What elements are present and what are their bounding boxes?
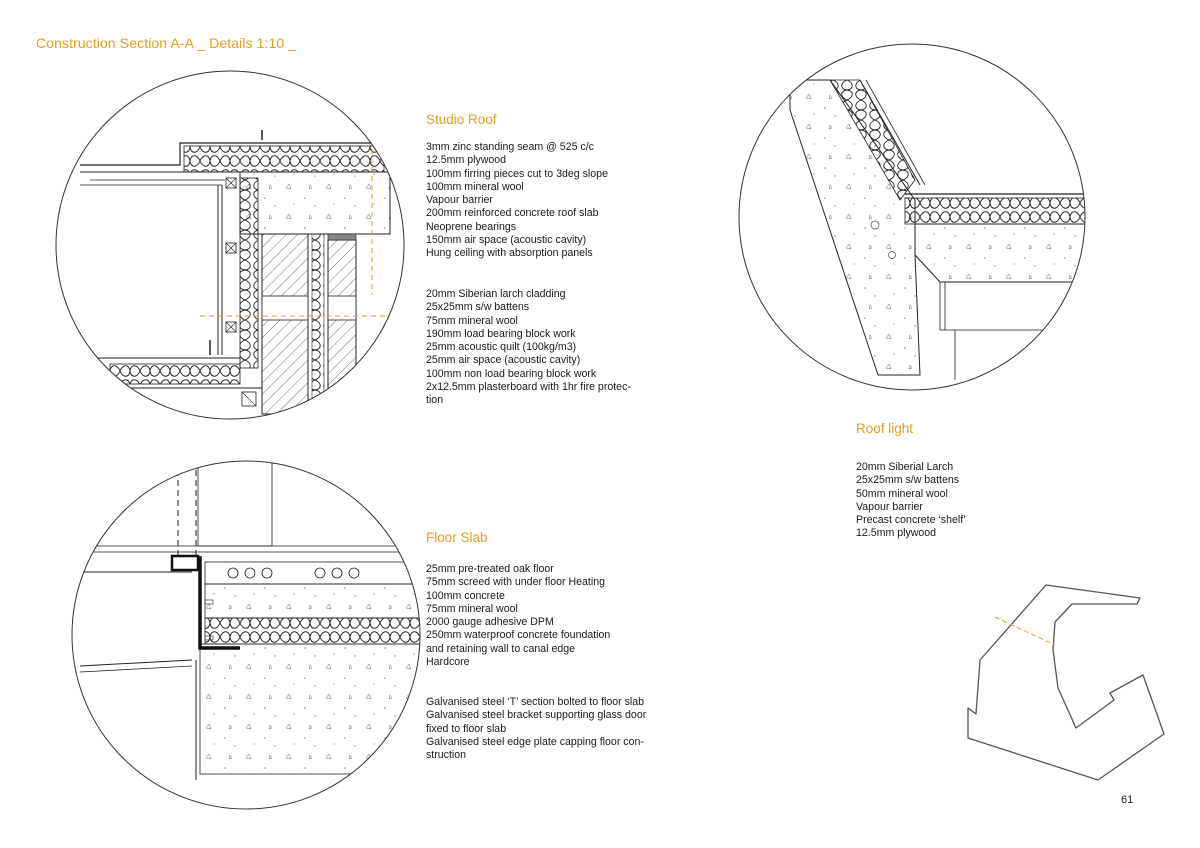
list-item: Galvanised steel ‘T’ section bolted to f… [426, 696, 645, 708]
page-number: 61 [1121, 794, 1134, 806]
list-item: 20mm Siberial Larch [856, 461, 954, 473]
list-item: 150mm air space (acoustic cavity) [426, 234, 587, 247]
roof-light-layers: 20mm Siberial Larch 25x25mm s/w battens … [856, 461, 966, 541]
floor-slab-drawing [79, 461, 420, 780]
list-item: 75mm screed with under floor Heating [426, 576, 606, 589]
list-item: 25x25mm s/w battens [426, 301, 530, 314]
list-item: tion [426, 394, 444, 407]
list-item: 12.5mm plywood [426, 154, 507, 167]
studio-roof-layers: 3mm zinc standing seam @ 525 c/c 12.5mm … [426, 141, 608, 261]
list-item: 20mm Siberian larch cladding [426, 288, 566, 300]
list-item: 2000 gauge adhesive DPM [426, 616, 554, 629]
floor-steel-items: Galvanised steel ‘T’ section bolted to f… [426, 696, 646, 762]
list-item: fixed to floor slab [426, 722, 507, 735]
roof-light-heading: Roof light [856, 421, 914, 436]
floor-slab-heading: Floor Slab [426, 530, 488, 545]
key-plan [967, 584, 1165, 781]
list-item: 100mm firring pieces cut to 3deg slope [426, 167, 608, 180]
list-item: Neoprene bearings [426, 220, 517, 233]
list-item: Galvanised steel edge plate capping floo… [426, 735, 644, 748]
page-title: Construction Section A-A _ Details 1:10 … [36, 35, 297, 51]
list-item: 25mm acoustic quilt (100kg/m3) [426, 341, 577, 354]
studio-roof-drawing [80, 130, 400, 419]
list-item: 100mm non load bearing block work [426, 367, 597, 380]
list-item: 200mm reinforced concrete roof slab [426, 207, 599, 220]
list-item: and retaining wall to canal edge [426, 642, 576, 655]
list-item: 190mm load bearing block work [426, 327, 576, 340]
list-item: 25x25mm s/w battens [856, 474, 960, 487]
list-item: Hung ceiling with absorption panels [426, 247, 593, 260]
list-item: 2x12.5mm plasterboard with 1hr fire prot… [426, 381, 631, 394]
list-item: 75mm mineral wool [426, 602, 518, 615]
list-item: Vapour barrier [426, 194, 493, 207]
roof-light-drawing [789, 79, 1085, 380]
list-item: struction [426, 749, 467, 762]
list-item: Precast concrete ‘shelf’ [856, 514, 966, 527]
list-item: 25mm pre-treated oak floor [426, 563, 554, 575]
list-item: Galvanised steel bracket supporting glas… [426, 709, 647, 722]
list-item: 100mm mineral wool [426, 180, 524, 193]
list-item: 75mm mineral wool [426, 314, 518, 327]
list-item: Hardcore [426, 656, 470, 669]
floor-slab-layers: 25mm pre-treated oak floor 75mm screed w… [426, 563, 610, 669]
list-item: 3mm zinc standing seam @ 525 c/c [426, 141, 594, 153]
list-item: Vapour barrier [856, 500, 923, 513]
studio-wall-layers: 20mm Siberian larch cladding 25x25mm s/w… [426, 288, 631, 408]
studio-roof-heading: Studio Roof [426, 112, 497, 127]
list-item: 12.5mm plywood [856, 527, 937, 540]
list-item: 25mm air space (acoustic cavity) [426, 354, 581, 367]
list-item: 100mm concrete [426, 589, 505, 602]
list-item: 50mm mineral wool [856, 487, 948, 500]
list-item: 250mm waterproof concrete foundation [426, 629, 611, 642]
